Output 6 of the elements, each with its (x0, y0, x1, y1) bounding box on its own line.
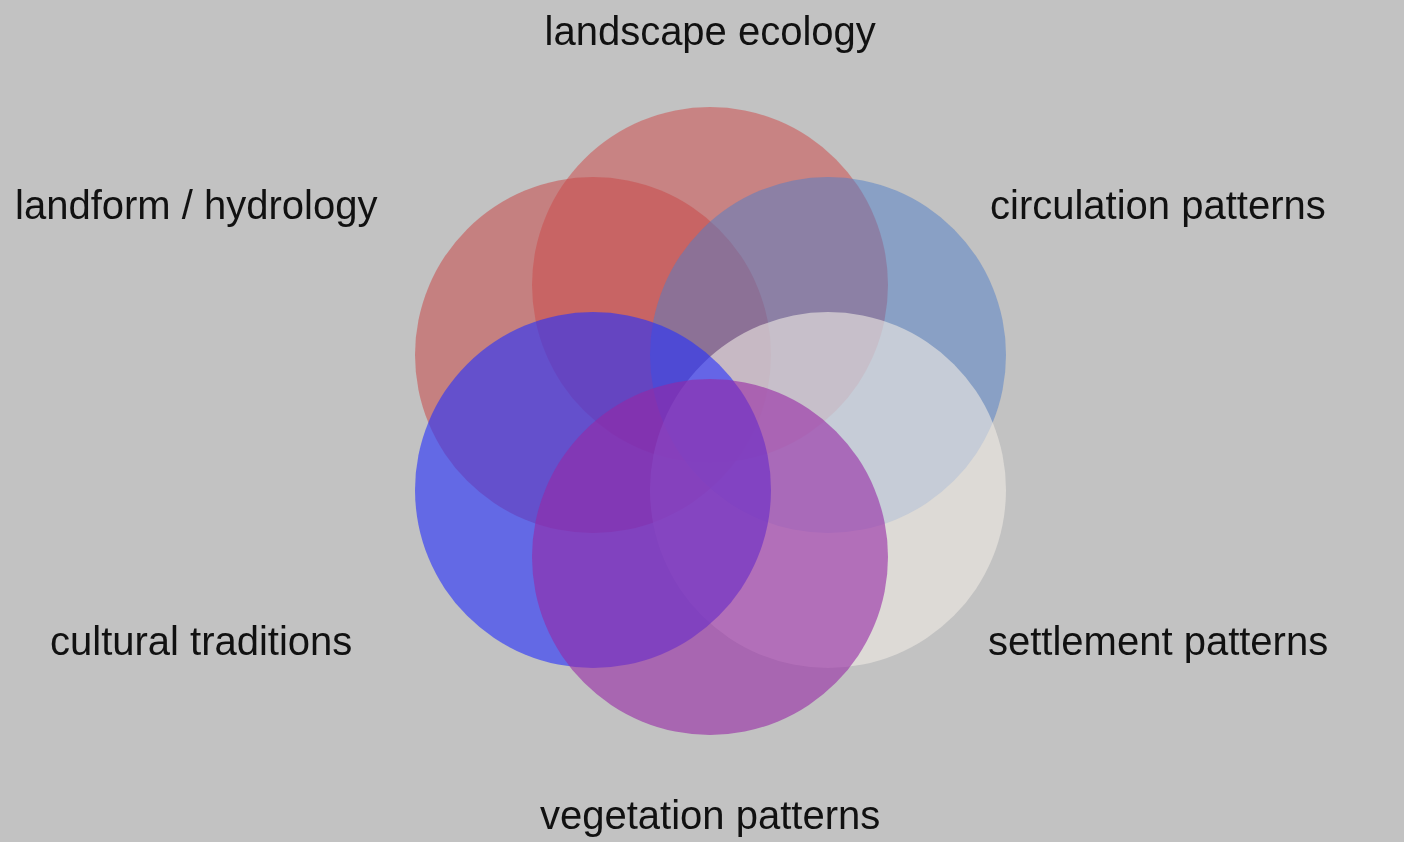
circle-label: cultural traditions (50, 618, 353, 664)
circle-label: vegetation patterns (540, 792, 881, 838)
circle-label: settlement patterns (988, 618, 1329, 664)
circle-label: landform / hydrology (15, 182, 378, 228)
circle-label: circulation patterns (990, 182, 1326, 228)
circle-label: landscape ecology (544, 8, 876, 54)
